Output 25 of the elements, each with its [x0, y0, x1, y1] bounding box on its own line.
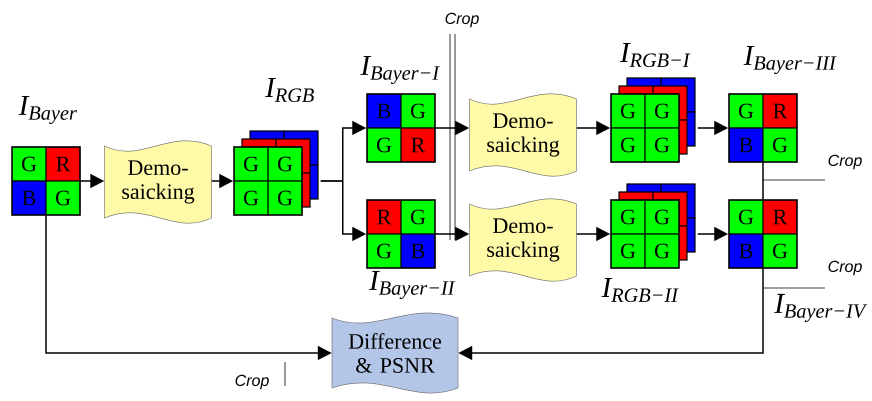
- image-label: I$_{Bayer−II}$: [368, 270, 456, 300]
- crop-label: Crop: [828, 260, 862, 276]
- image-label: I$_{RGB−II}$: [601, 278, 679, 302]
- process-box: Demo- saicking: [469, 198, 577, 282]
- connector-line: [762, 162, 764, 200]
- process-box: Difference & PSNR: [332, 312, 458, 394]
- process-box: Demo- saicking: [104, 140, 212, 224]
- pixel-grid: G R B G: [728, 199, 798, 269]
- pixel-grid: B G G R: [366, 93, 436, 163]
- pixel-grid: R G G B: [366, 199, 436, 269]
- rgb-image-stack: G G G G: [610, 183, 696, 269]
- crop-label: Crop: [828, 154, 862, 170]
- pixel-grid: G R B G: [728, 93, 798, 163]
- rgb-image-stack: G G G G: [233, 130, 319, 216]
- crop-label: Crop: [446, 12, 479, 28]
- image-label: I$_{Bayer−III}$: [744, 46, 837, 74]
- crop-label: Crop: [236, 374, 269, 390]
- image-label: I$_{Bayer}$: [18, 96, 77, 124]
- process-box: Demo- saicking: [469, 94, 577, 176]
- image-label: I$_{Bayer−I}$: [360, 56, 440, 84]
- pixel-grid: G R B G: [11, 146, 81, 216]
- image-label: I$_{RGB}$: [265, 78, 314, 102]
- image-label: I$_{Bayer−IV}$: [774, 294, 868, 322]
- rgb-image-stack: G G G G: [610, 77, 696, 163]
- image-label: I$_{RGB−I}$: [620, 42, 690, 67]
